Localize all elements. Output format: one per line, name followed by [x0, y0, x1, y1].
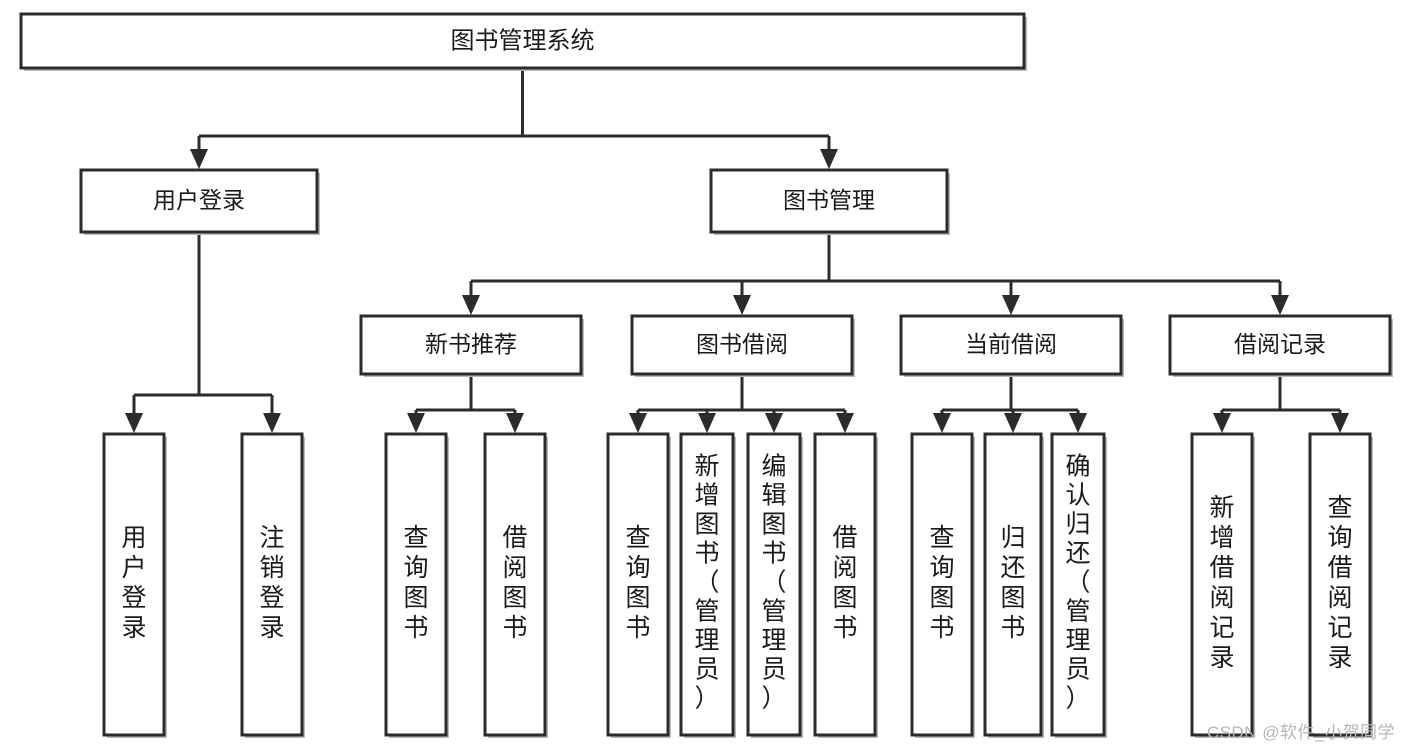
node-label-vertical: 查询借阅记录 [1327, 494, 1352, 672]
node-label-vertical: 查询图书 [625, 524, 650, 642]
node-borrow[interactable]: 图书借阅 [630, 314, 855, 377]
node-records[interactable]: 借阅记录 [1168, 314, 1393, 377]
edges-layer [125, 68, 1349, 433]
node-label-vertical: 新增借阅记录 [1209, 494, 1234, 672]
node-label: 图书借阅 [696, 331, 788, 357]
node-current[interactable]: 当前借阅 [899, 314, 1124, 377]
node-leaf3[interactable]: 查询图书 [384, 432, 449, 738]
node-root[interactable]: 图书管理系统 [19, 12, 1027, 71]
node-label-vertical: 归还图书 [1000, 524, 1025, 642]
node-leaf12[interactable]: 新增借阅记录 [1190, 432, 1255, 738]
node-label-vertical: 编辑图书（管理员） [761, 453, 786, 713]
watermark-label: CSDN @软件_小贺同学 [1206, 723, 1395, 742]
node-label-vertical: 新增图书（管理员） [694, 453, 719, 713]
node-label: 新书推荐 [425, 331, 517, 357]
node-leaf1[interactable]: 用户登录 [102, 432, 167, 738]
node-leaf5[interactable]: 查询图书 [606, 432, 671, 738]
node-leaf7[interactable]: 编辑图书（管理员） [746, 432, 803, 738]
node-leaf13[interactable]: 查询借阅记录 [1308, 432, 1373, 738]
node-label-vertical: 借阅图书 [832, 524, 857, 642]
node-label-vertical: 查询图书 [929, 524, 954, 642]
nodes-layer: 图书管理系统用户登录图书管理新书推荐图书借阅当前借阅借阅记录用户登录注销登录查询… [19, 12, 1393, 738]
node-label: 图书管理 [783, 187, 875, 213]
node-leaf11[interactable]: 确认归还（管理员） [1050, 432, 1107, 738]
node-login[interactable]: 用户登录 [79, 168, 320, 235]
node-leaf10[interactable]: 归还图书 [983, 432, 1044, 738]
node-label: 当前借阅 [965, 331, 1057, 357]
node-leaf4[interactable]: 借阅图书 [483, 432, 548, 738]
node-label: 用户登录 [153, 187, 245, 213]
node-label-vertical: 确认归还（管理员） [1065, 453, 1090, 713]
node-leaf9[interactable]: 查询图书 [910, 432, 975, 738]
node-label-vertical: 借阅图书 [502, 524, 527, 642]
node-label: 借阅记录 [1234, 331, 1326, 357]
node-label-vertical: 用户登录 [121, 524, 146, 642]
node-leaf6[interactable]: 新增图书（管理员） [679, 432, 736, 738]
node-label-vertical: 注销登录 [259, 524, 284, 642]
node-newbook[interactable]: 新书推荐 [359, 314, 584, 377]
node-leaf2[interactable]: 注销登录 [240, 432, 305, 738]
node-leaf8[interactable]: 借阅图书 [813, 432, 878, 738]
node-label-vertical: 查询图书 [403, 524, 428, 642]
node-label: 图书管理系统 [451, 27, 595, 54]
node-bookmgmt[interactable]: 图书管理 [709, 168, 950, 235]
